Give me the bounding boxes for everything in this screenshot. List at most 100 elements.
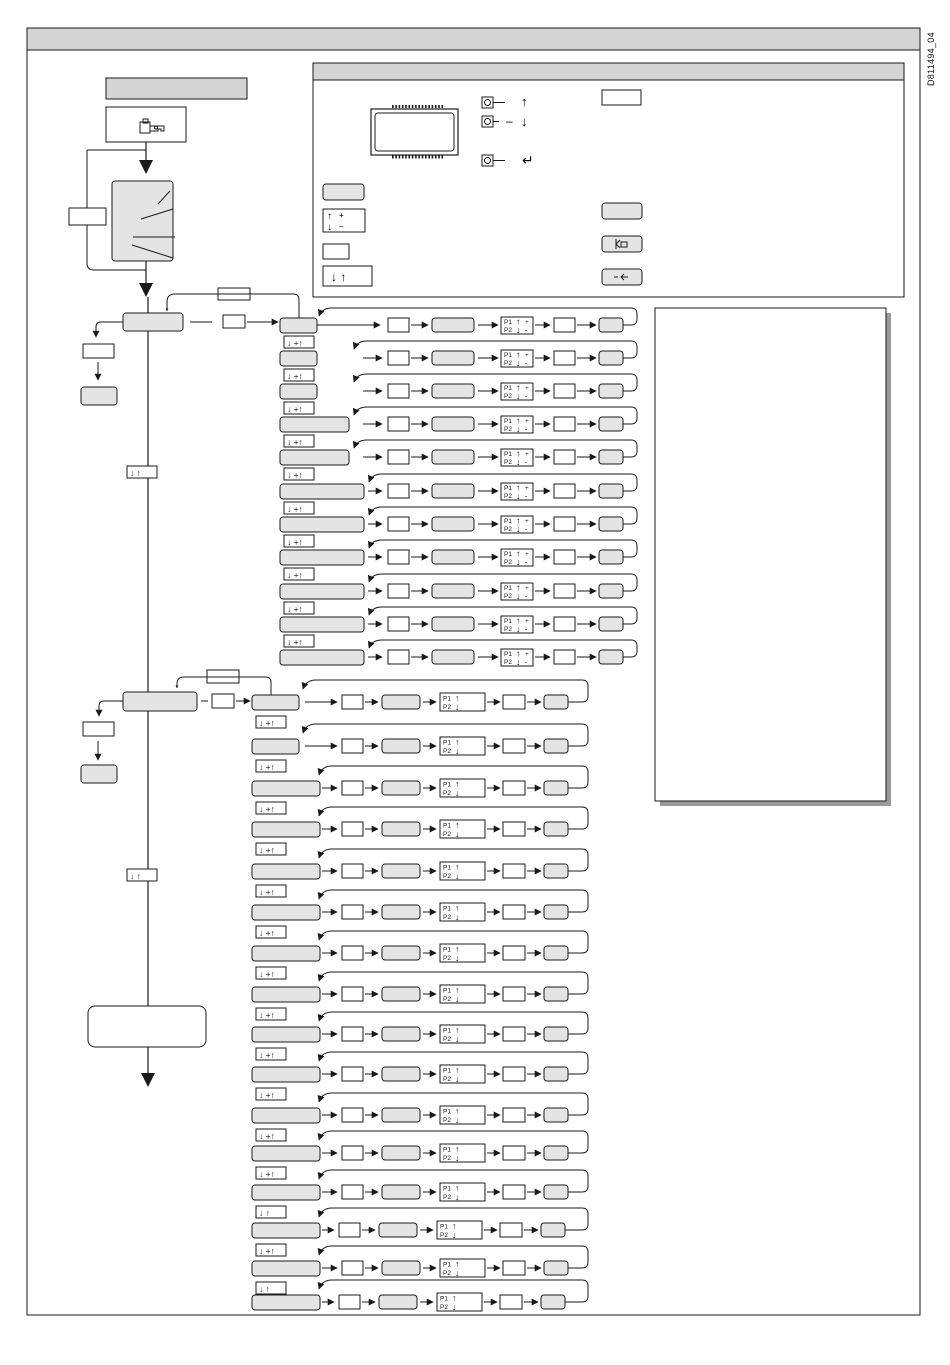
param-minus-sign: -	[525, 593, 528, 600]
led-row-down: – ↓	[481, 114, 528, 129]
param-box-frame	[439, 1182, 486, 1202]
param-plus-sign: +	[525, 518, 529, 525]
nav-key-frame	[283, 368, 315, 382]
confirm-grey-box	[598, 383, 624, 399]
result-box	[502, 821, 526, 837]
legend-down-symbol: ↓	[327, 222, 332, 233]
nav-key-frame	[283, 601, 315, 615]
nav-key-frame	[255, 966, 287, 980]
legend-grey-box-right	[601, 202, 643, 220]
param-p2-label: P2	[443, 996, 451, 1003]
param-down-arrow: ↓	[455, 1034, 460, 1044]
exit-grey-box-2	[80, 764, 118, 784]
param-p1-label: P1	[504, 451, 512, 458]
param-up-arrow: ↑	[516, 350, 521, 360]
nav-key-frame	[283, 501, 315, 515]
param-box-frame	[500, 316, 534, 335]
param-p2-label: P2	[504, 393, 512, 400]
result-box	[553, 350, 576, 366]
param-p1-label: P1	[440, 1296, 448, 1303]
param-p2-label: P2	[504, 426, 512, 433]
nav-key-box: ↓ +↑	[283, 434, 315, 448]
param-down-arrow: ↓	[455, 994, 460, 1004]
param-name-box	[279, 549, 365, 566]
param-p1-label: P1	[504, 352, 512, 359]
param-box-frame	[500, 548, 534, 567]
param-down-arrow: ↓	[516, 457, 521, 467]
param-name-box	[279, 416, 350, 433]
param-p1-label: P1	[443, 1068, 451, 1075]
nav-key-box: ↓ +↑	[283, 601, 315, 615]
result-box	[502, 904, 526, 920]
param-name-box	[251, 821, 321, 838]
param-p1-label: P1	[440, 1224, 448, 1231]
confirm-grey-box	[543, 780, 569, 796]
param-minus-sign: -	[525, 493, 528, 500]
confirm-grey-box	[540, 1222, 566, 1238]
menu-box-1	[122, 312, 184, 332]
param-down-arrow: ↓	[455, 702, 460, 712]
value-box	[341, 1184, 364, 1200]
param-plus-sign: +	[525, 485, 529, 492]
nav-key-label: ↓ +↑	[259, 804, 275, 814]
nav-key-label: ↓ +↑	[287, 637, 303, 647]
param-up-arrow: ↑	[455, 903, 460, 913]
nav-key-label: ↓ +↑	[287, 371, 303, 381]
param-name-box	[251, 863, 321, 880]
param-down-arrow: ↓	[455, 746, 460, 756]
display-module-icon	[370, 105, 459, 159]
param-p1-label: P1	[504, 518, 512, 525]
param-name-box	[251, 738, 300, 755]
led-row-up: ↑	[481, 94, 528, 109]
param-plus-sign: +	[525, 418, 529, 425]
param-name-box	[251, 1066, 321, 1083]
param-up-arrow: ↑	[452, 1221, 457, 1231]
param-up-arrow: ↑	[455, 1106, 460, 1116]
param-p2-label: P2	[443, 1117, 451, 1124]
param-p2-label: P2	[443, 914, 451, 921]
nav-key-label: ↓ +↑	[259, 1131, 275, 1141]
param-plus-sign: +	[525, 352, 529, 359]
nav-key-box: ↓ +↑	[283, 335, 315, 349]
value-box	[387, 649, 410, 665]
param-p2-label: P2	[443, 831, 451, 838]
value-box	[341, 1066, 364, 1082]
nav-key-box: ↓ ↑	[255, 1281, 287, 1295]
param-p2-label: P2	[504, 526, 512, 533]
confirm-grey-box	[598, 416, 624, 432]
nav-key-label: ↓ +↑	[259, 1050, 275, 1060]
result-box	[502, 1066, 526, 1082]
result-box	[499, 1222, 523, 1238]
setting-grey-box	[431, 483, 475, 499]
value-box	[341, 1145, 364, 1161]
led-icon	[481, 154, 494, 167]
setting-grey-box	[431, 449, 475, 465]
nav-key-box: ↓ +↑	[283, 467, 315, 481]
param-p1-label: P1	[443, 823, 451, 830]
param-name-box	[251, 945, 321, 962]
nav-key-box: ↓ +↑	[255, 925, 287, 939]
param-name-box	[279, 483, 365, 500]
param-box-frame	[436, 1220, 483, 1240]
setting-grey-box	[381, 738, 421, 754]
startup-display-panel	[111, 180, 174, 262]
setting-grey-box	[381, 1184, 421, 1200]
legend-down-up-box	[322, 265, 373, 287]
param-plus-sign: +	[525, 585, 529, 592]
arrow-up-icon: ↑	[521, 94, 528, 109]
setting-grey-box	[431, 649, 475, 665]
nav-key-box: ↓ +↑	[255, 1047, 287, 1061]
